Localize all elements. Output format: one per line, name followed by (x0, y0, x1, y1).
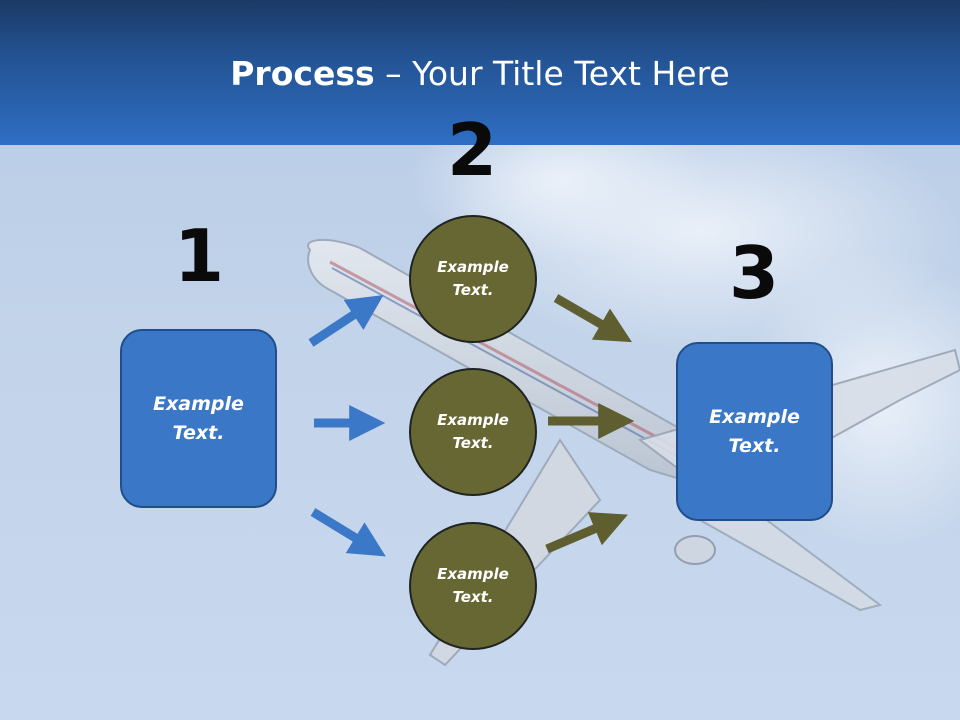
process-circle-1[interactable]: Example Text. (409, 215, 537, 343)
title-bold: Process (230, 54, 375, 93)
step-number-3: 3 (728, 231, 780, 315)
circle-3-label: Example Text. (437, 565, 509, 606)
arrow-from-circle-1 (553, 294, 633, 343)
arrow-to-circle-1 (308, 295, 384, 347)
arrow-from-circle-3 (545, 512, 628, 554)
process-circle-3[interactable]: Example Text. (409, 522, 537, 650)
step-number-2: 2 (446, 108, 498, 192)
slide-title: Process – Your Title Text Here (0, 52, 960, 96)
circle-2-label: Example Text. (437, 411, 509, 452)
right-example-box[interactable]: Example Text. (676, 342, 833, 521)
title-bar (0, 0, 960, 145)
left-box-label: Example Text. (153, 392, 244, 444)
right-box-label: Example Text. (709, 405, 800, 457)
circle-1-label: Example Text. (437, 258, 509, 299)
process-circle-2[interactable]: Example Text. (409, 368, 537, 496)
left-example-box[interactable]: Example Text. (120, 329, 277, 508)
title-rest: – Your Title Text Here (374, 54, 730, 93)
arrow-to-circle-3 (310, 508, 386, 557)
step-number-1: 1 (173, 214, 225, 298)
